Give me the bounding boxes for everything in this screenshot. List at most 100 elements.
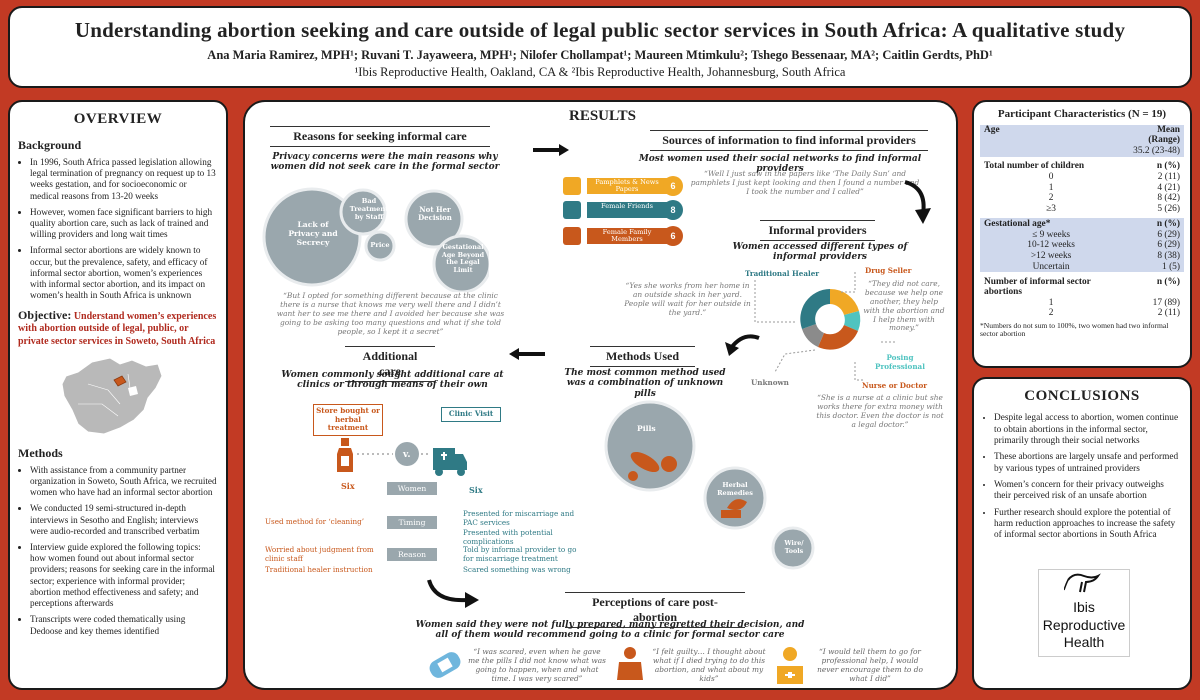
right-count: Six <box>469 485 483 495</box>
perception-quote: “I felt guilty… I thought about what if … <box>652 647 766 683</box>
source-count: 6 <box>663 226 683 246</box>
conclusions-title: CONCLUSIONS <box>1024 388 1140 404</box>
n-pct-header: n (%) <box>1156 276 1180 287</box>
right-item: Presented for miscarriage and PAC servic… <box>463 509 575 527</box>
row-value: 17 (89) <box>1152 297 1180 308</box>
row-value: 8 (42) <box>1157 193 1180 204</box>
row-reason: Reason <box>387 548 437 562</box>
additional-subtitle: Women commonly sought additional care at… <box>281 370 504 391</box>
bubble-privacy <box>262 187 362 287</box>
sitting-person-icon <box>617 647 643 680</box>
poster-authors: Ana Maria Ramirez, MPH¹; Ruvani T. Jayaw… <box>207 48 993 62</box>
perception-quote: “I was scared, even when he gave me the … <box>468 647 606 683</box>
family-icon <box>563 227 581 245</box>
provider-traditional-healer: Traditional Healer <box>745 269 820 278</box>
providers-quote-right: “They did not care, because we help one … <box>863 279 945 333</box>
n-pct-header: n (%) <box>1156 160 1180 171</box>
bubble-label: Not Her Decision <box>418 205 452 223</box>
row-value: 6 (29) <box>1122 229 1184 241</box>
row-value: 2 (11) <box>1157 171 1180 182</box>
conclusions-list: Despite legal access to abortion, women … <box>994 413 1182 541</box>
reasons-title: Reasons for seeking informal care <box>270 126 490 147</box>
results-title: RESULTS <box>569 108 636 124</box>
bubble-wire <box>771 526 815 570</box>
methods-heading: Methods <box>18 446 63 461</box>
website-link[interactable]: http://www.ibisreproductivehealth.org <box>1013 659 1151 668</box>
provider-leader-lines <box>754 272 895 381</box>
methods-used-title: Methods Used <box>590 346 695 367</box>
row-value: 4 (21) <box>1157 182 1180 193</box>
ibis-logo: Ibis Reproductive Health <box>1038 569 1130 657</box>
newspaper-icon <box>563 177 581 195</box>
friends-icon <box>563 201 581 219</box>
providers-title: Informal providers <box>760 220 875 241</box>
gest-label: Gestational age* <box>980 218 1123 230</box>
row-value: 5 (26) <box>1157 204 1180 215</box>
logo-line: Health <box>1063 634 1105 651</box>
contact-email[interactable]: Contact: rjayaweera@ibisreproductiveheal… <box>993 669 1171 679</box>
row-value: 8 (38) <box>1122 250 1184 262</box>
overview-title: OVERVIEW <box>73 111 163 127</box>
providers-donut <box>800 288 861 350</box>
reasons-bubbles <box>262 187 489 292</box>
bubble-price <box>364 230 396 262</box>
vs-label: v. <box>403 450 411 460</box>
contact-info: http://www.ibisreproductivehealth.org Co… <box>974 659 1190 681</box>
poster-affiliations: ¹Ibis Reproductive Health, Oakland, CA &… <box>354 65 846 79</box>
row-timing: Timing <box>387 516 437 530</box>
right-item: Told by informal provider to go for misc… <box>463 545 577 563</box>
reasons-quote: “But I opted for something different bec… <box>276 291 505 336</box>
ibis-bird-icon <box>1063 573 1101 593</box>
providers-quote-bottom: “She is a nurse at a clinic but she work… <box>816 393 944 429</box>
arrow-curve-left-icon <box>725 334 760 356</box>
background-item: However, women face significant barriers… <box>30 207 218 241</box>
abortions-label: Number of informal sector abortions <box>984 276 1091 297</box>
south-africa-map-icon <box>61 357 163 435</box>
background-list: In 1996, South Africa passed legislation… <box>30 157 218 302</box>
right-item: Presented with potential complications <box>463 528 553 546</box>
arrow-curve-right-icon <box>427 579 479 608</box>
left-item: Used method for ‘cleaning’ <box>265 517 364 526</box>
left-item: Worried about judgment from clinic staff <box>265 545 374 563</box>
overview-panel: OVERVIEW Background In 1996, South Afric… <box>8 100 228 690</box>
background-heading: Background <box>18 138 82 153</box>
bubble-label: Bad Treatment by Staff <box>349 197 389 221</box>
store-bought-box: Store bought or herbal treatment <box>313 404 383 436</box>
reasons-subtitle: Privacy concerns were the main reasons w… <box>270 152 500 173</box>
source-label: Female Family Members <box>587 228 667 244</box>
provider-drug-seller: Drug Seller <box>865 266 912 275</box>
conclusion-item: Women’s concern for their privacy outwei… <box>994 480 1182 503</box>
bottle-clinic-icons <box>337 438 467 476</box>
bubble-label: Wire/ Tools <box>784 539 804 555</box>
row-category: 2 <box>1048 308 1054 319</box>
conclusions-panel: CONCLUSIONS Despite legal access to abor… <box>972 377 1192 690</box>
row-category: 2 <box>1048 193 1054 204</box>
sources-subtitle: Most women used their social networks to… <box>638 154 922 175</box>
perceptions-subtitle: Women said they were not fully prepared,… <box>415 620 805 641</box>
sources-quote: “Well I just saw in the papers like ‘The… <box>690 169 920 196</box>
right-item: Scared something was wrong <box>463 565 571 574</box>
providers-quote-left: “Yes she works from her home in an outsi… <box>624 281 751 317</box>
bubble-not-her-decision <box>404 189 464 249</box>
row-category: ≤ 9 weeks <box>980 229 1123 241</box>
poster-header: Understanding abortion seeking and care … <box>8 6 1192 88</box>
conclusion-item: Further research should explore the pote… <box>994 508 1182 542</box>
objective-label: Objective: <box>18 307 72 322</box>
row-category: 1 <box>1048 182 1054 193</box>
clinic-visit-box: Clinic Visit <box>441 407 501 422</box>
methods-list: With assistance from a community partner… <box>30 465 218 637</box>
participants-panel: Participant Characteristics (N = 19) Age… <box>972 100 1192 368</box>
methods-used-subtitle: The most common method used was a combin… <box>564 368 726 399</box>
age-label: Age <box>980 125 1123 146</box>
bubble-label: Pills <box>637 424 656 433</box>
source-label: Female Friends <box>587 202 667 218</box>
participants-note: *Numbers do not sum to 100%, two women h… <box>980 320 1169 339</box>
left-item: Traditional healer instruction <box>265 565 373 574</box>
